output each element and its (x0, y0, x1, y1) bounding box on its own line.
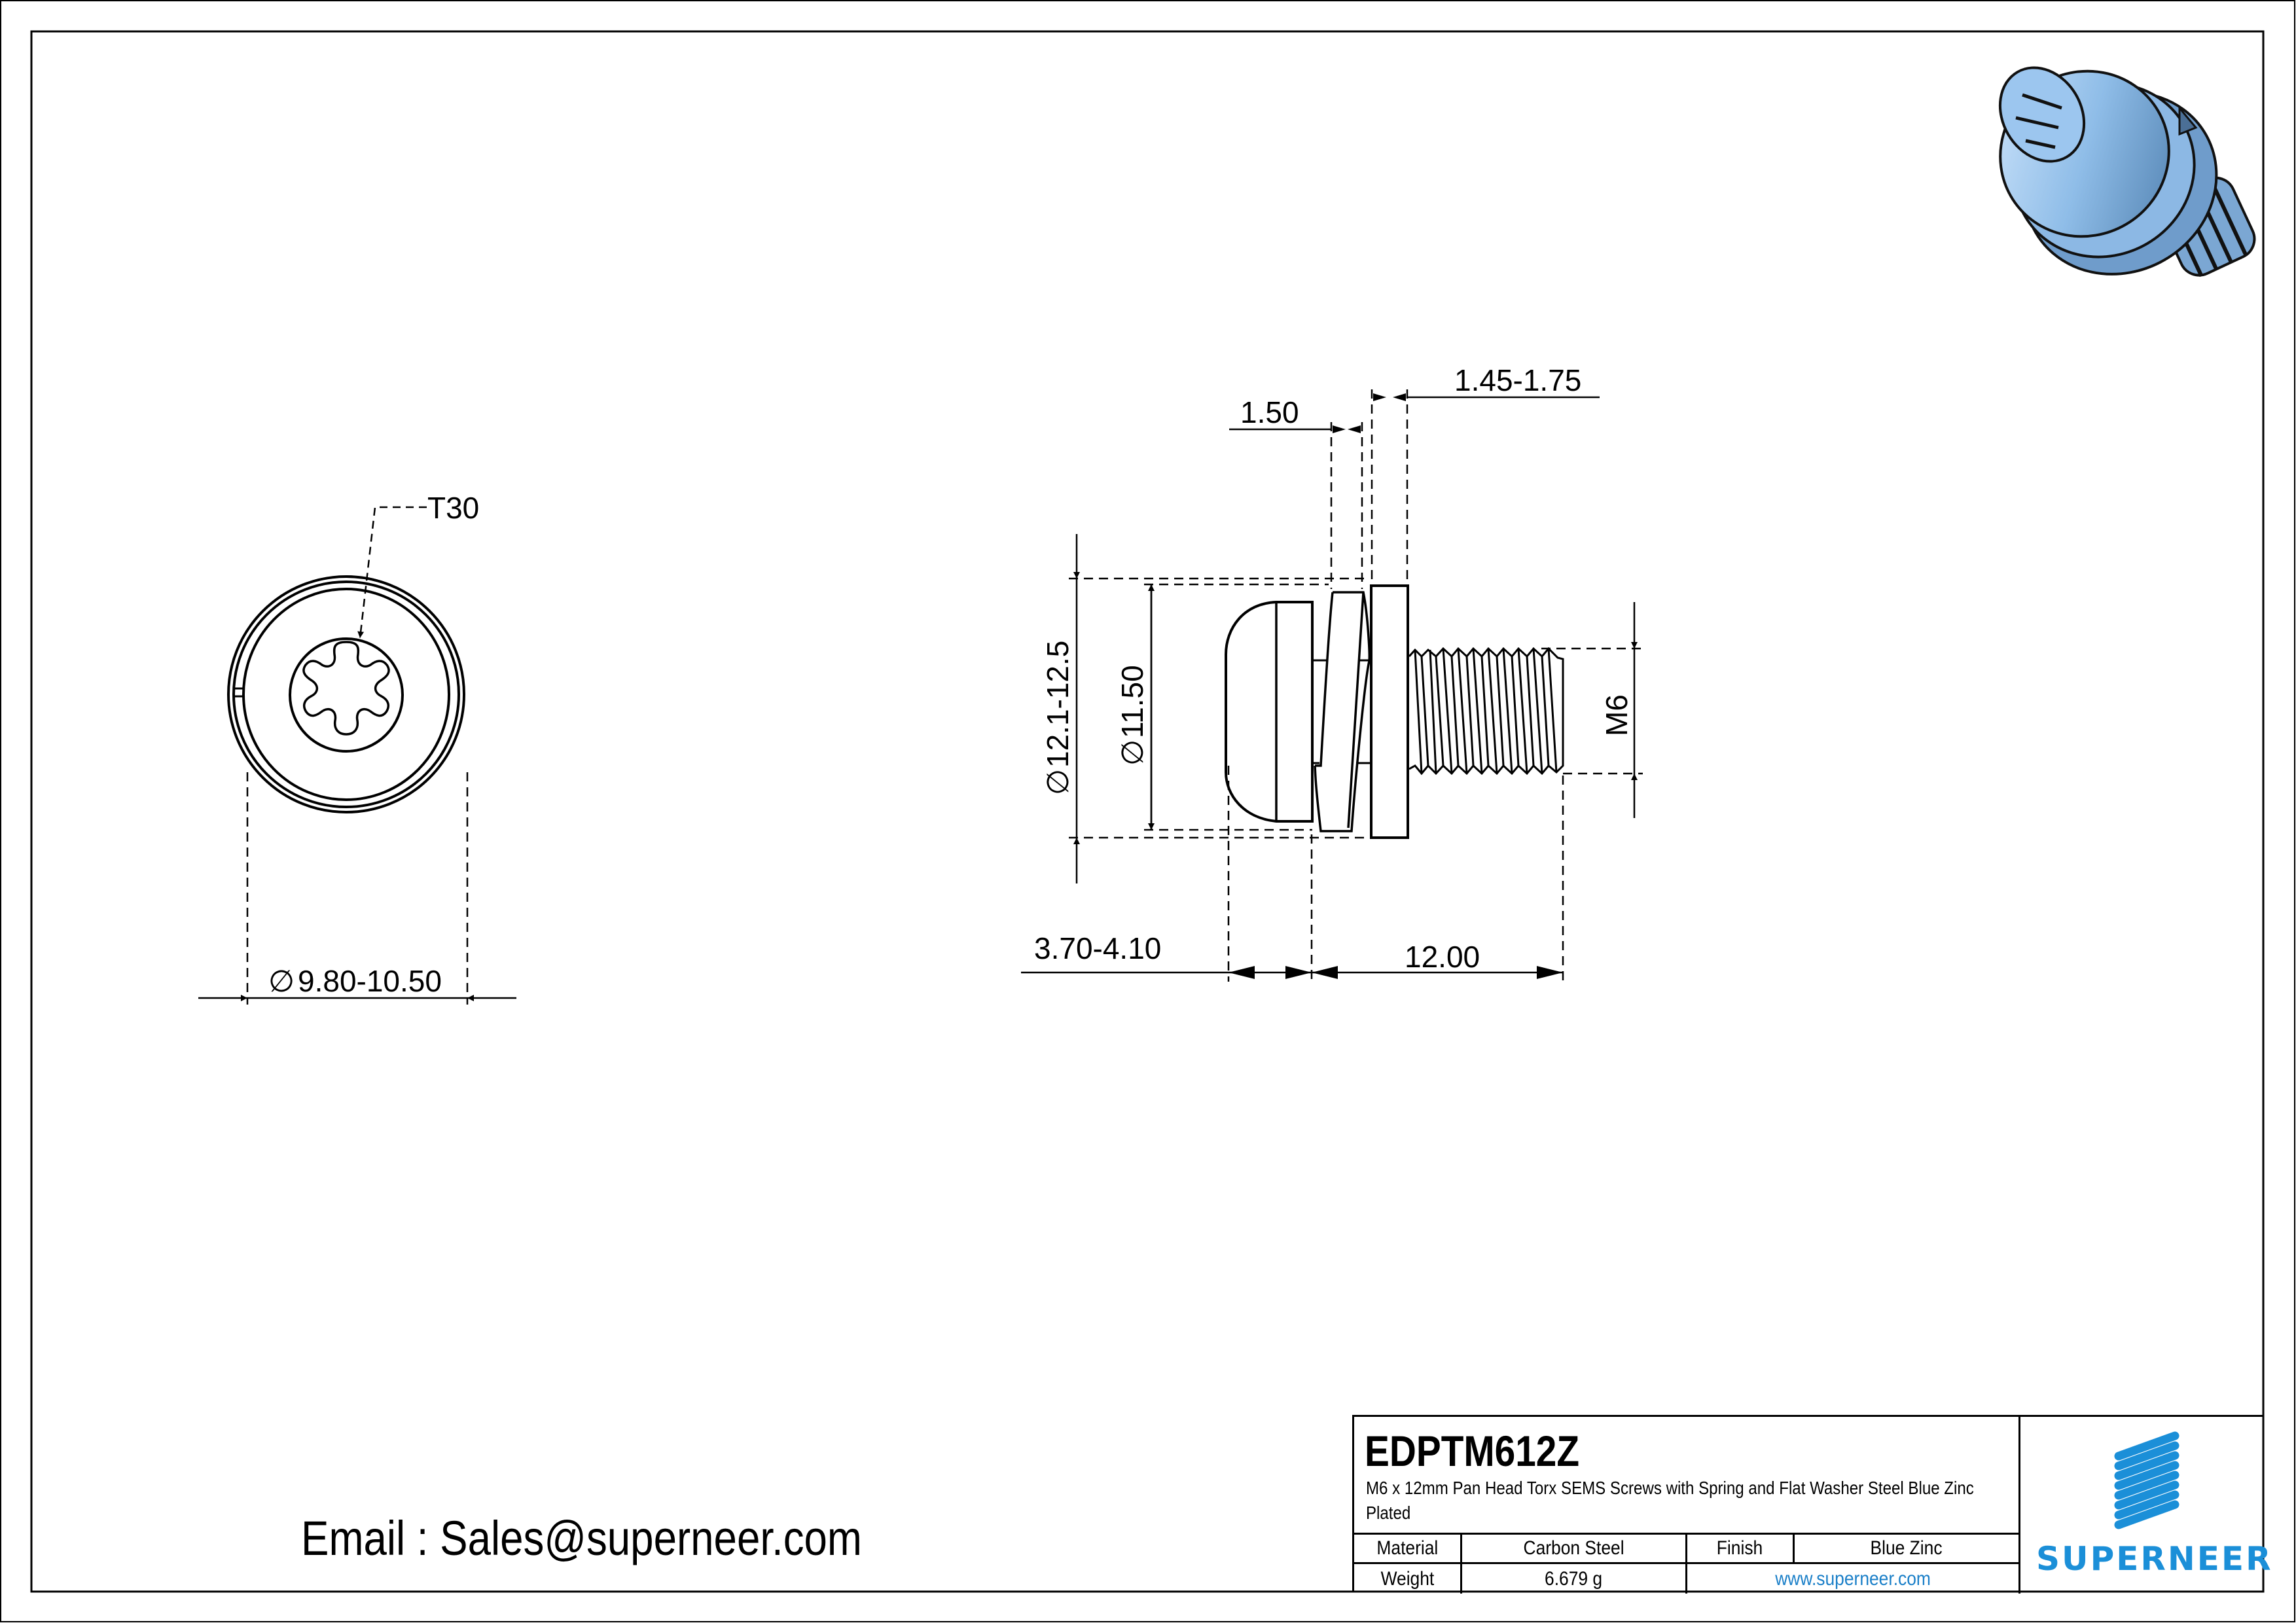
thread-size: M6 (1600, 694, 1634, 736)
torx-recess-icon (302, 641, 390, 736)
weight-value: 6.679 g (1545, 1567, 1603, 1590)
company-logo: SUPERNEER (2020, 1417, 2271, 1592)
washer-od: 12.1-12.5 (1041, 641, 1075, 768)
flat-washer-thickness: 1.45-1.75 (1454, 363, 1581, 397)
website-cell[interactable]: www.superneer.com (1687, 1564, 2018, 1594)
finish-label-cell: Finish (1687, 1535, 1795, 1564)
side-dimension-lines (1021, 389, 1643, 982)
material-value: Carbon Steel (1523, 1537, 1624, 1559)
spring-washer (1314, 591, 1371, 832)
front-diameter-symbol: ∅ (268, 964, 295, 998)
finish-value-cell: Blue Zinc (1795, 1535, 2018, 1564)
finish-label: Finish (1717, 1537, 1763, 1559)
torx-size-label: T30 (427, 491, 479, 525)
head-height: 3.70-4.10 (1034, 931, 1161, 965)
part-number: EDPTM612Z (1365, 1427, 1580, 1475)
weight-label-cell: Weight (1354, 1564, 1462, 1594)
website-link[interactable]: www.superneer.com (1775, 1567, 1931, 1590)
flat-washer (1370, 584, 1409, 839)
side-view (1225, 584, 1564, 839)
head-diameter-symbol: ∅ (1115, 740, 1149, 766)
weight-value-cell: 6.679 g (1462, 1564, 1687, 1594)
pan-head (1225, 601, 1314, 823)
material-label-cell: Material (1354, 1535, 1462, 1564)
title-block-info: EDPTM612Z M6 x 12mm Pan Head Torx SEMS S… (1354, 1417, 2020, 1594)
length: 12.00 (1405, 940, 1480, 974)
finish-value: Blue Zinc (1870, 1537, 1943, 1559)
screw-3d-render-icon (1998, 66, 2256, 277)
front-view (227, 575, 465, 813)
part-description: M6 x 12mm Pan Head Torx SEMS Screws with… (1366, 1478, 1974, 1523)
washer-od-symbol: ∅ (1041, 769, 1075, 795)
weight-label: Weight (1380, 1567, 1434, 1590)
inner-border (30, 30, 2265, 1593)
logo-wordmark: SUPERNEER (2036, 1540, 2273, 1578)
properties-table: Material Carbon Steel Finish Blue Zinc W… (1354, 1533, 2018, 1594)
material-value-cell: Carbon Steel (1462, 1535, 1687, 1564)
head-diameter: 11.50 (1115, 665, 1149, 738)
material-label: Material (1376, 1537, 1438, 1559)
thread (1408, 647, 1564, 776)
torx-leader (357, 506, 427, 639)
superneer-stripes-logo-icon (2114, 1431, 2179, 1529)
spring-washer-thickness: 1.50 (1240, 395, 1299, 429)
contact-email: Email : Sales@superneer.com (301, 1511, 862, 1565)
front-diameter-dimension (198, 772, 516, 1005)
front-diameter-label: 9.80-10.50 (298, 964, 442, 998)
title-block: EDPTM612Z M6 x 12mm Pan Head Torx SEMS S… (1352, 1415, 2271, 1594)
